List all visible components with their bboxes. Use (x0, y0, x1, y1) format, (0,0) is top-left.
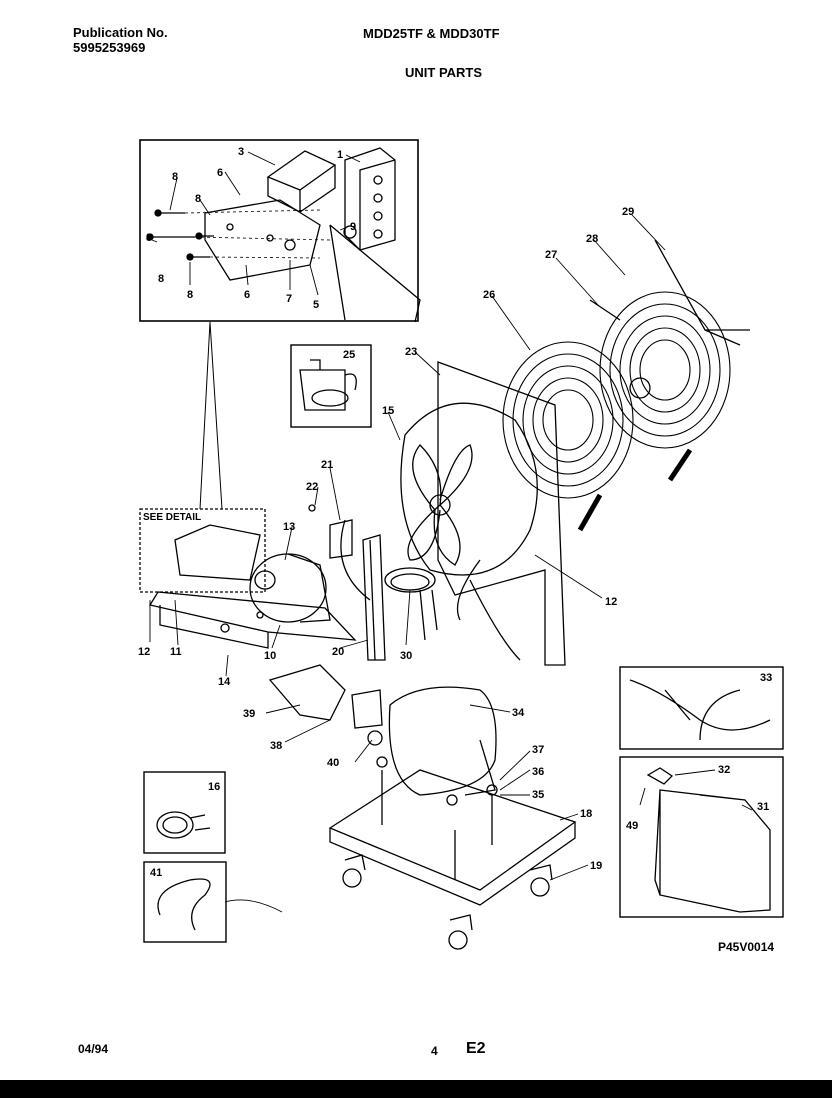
part-label-6a: 6 (217, 167, 223, 179)
part-label-5: 5 (313, 299, 319, 311)
inset-box-31 (619, 756, 784, 918)
part-label-33: 33 (760, 672, 772, 684)
part-label-21: 21 (321, 459, 333, 471)
inset-box-16 (143, 771, 226, 854)
bottom-scan-bar (0, 1080, 832, 1098)
part-label-20: 20 (332, 646, 344, 658)
part-label-26: 26 (483, 289, 495, 301)
part-label-29: 29 (622, 206, 634, 218)
footer-page-number: 4 (431, 1044, 438, 1058)
part-label-39: 39 (243, 708, 255, 720)
part-label-23: 23 (405, 346, 417, 358)
part-label-32: 32 (718, 764, 730, 776)
part-label-27: 27 (545, 249, 557, 261)
publication-number: 5995253969 (73, 40, 146, 55)
part-label-8a: 8 (172, 171, 178, 183)
part-label-19: 19 (590, 860, 602, 872)
part-label-15: 15 (382, 405, 394, 417)
inset-box-25 (290, 344, 372, 428)
detail-inset-box (139, 139, 419, 322)
part-label-40: 40 (327, 757, 339, 769)
part-label-37: 37 (532, 744, 544, 756)
part-label-6b: 6 (244, 289, 250, 301)
part-label-8c: 8 (146, 232, 152, 244)
part-label-16: 16 (208, 781, 220, 793)
see-detail-label: SEE DETAIL (143, 512, 201, 523)
part-label-34: 34 (512, 707, 525, 719)
part-label-14: 14 (218, 676, 231, 688)
part-label-10: 10 (264, 650, 276, 662)
part-label-9: 9 (350, 221, 356, 233)
publication-label: Publication No. (73, 25, 168, 40)
part-label-28: 28 (586, 233, 598, 245)
inset-box-33 (619, 666, 784, 750)
part-label-12b: 12 (605, 596, 617, 608)
part-label-41: 41 (150, 867, 162, 879)
part-label-8d: 8 (158, 273, 164, 285)
part-label-49: 49 (626, 820, 638, 832)
part-label-12a: 12 (138, 646, 150, 658)
part-label-3: 3 (238, 146, 244, 158)
part-label-36: 36 (532, 766, 544, 778)
part-label-38: 38 (270, 740, 282, 752)
see-detail-box (139, 508, 266, 593)
part-label-1: 1 (337, 149, 343, 161)
part-label-8e: 8 (187, 289, 193, 301)
part-label-31: 31 (757, 801, 769, 813)
footer-revision: E2 (466, 1040, 486, 1057)
model-numbers: MDD25TF & MDD30TF (363, 26, 500, 41)
part-label-22: 22 (306, 481, 318, 493)
figure-code: P45V0014 (718, 940, 774, 954)
footer-date: 04/94 (78, 1042, 109, 1056)
part-label-18: 18 (580, 808, 592, 820)
part-label-8b: 8 (195, 193, 201, 205)
part-label-25: 25 (343, 349, 355, 361)
section-title: UNIT PARTS (405, 65, 483, 80)
part-label-11: 11 (170, 646, 182, 658)
part-label-35: 35 (532, 789, 544, 801)
part-label-13: 13 (283, 521, 295, 533)
part-label-7: 7 (286, 293, 292, 305)
part-label-30: 30 (400, 650, 412, 662)
